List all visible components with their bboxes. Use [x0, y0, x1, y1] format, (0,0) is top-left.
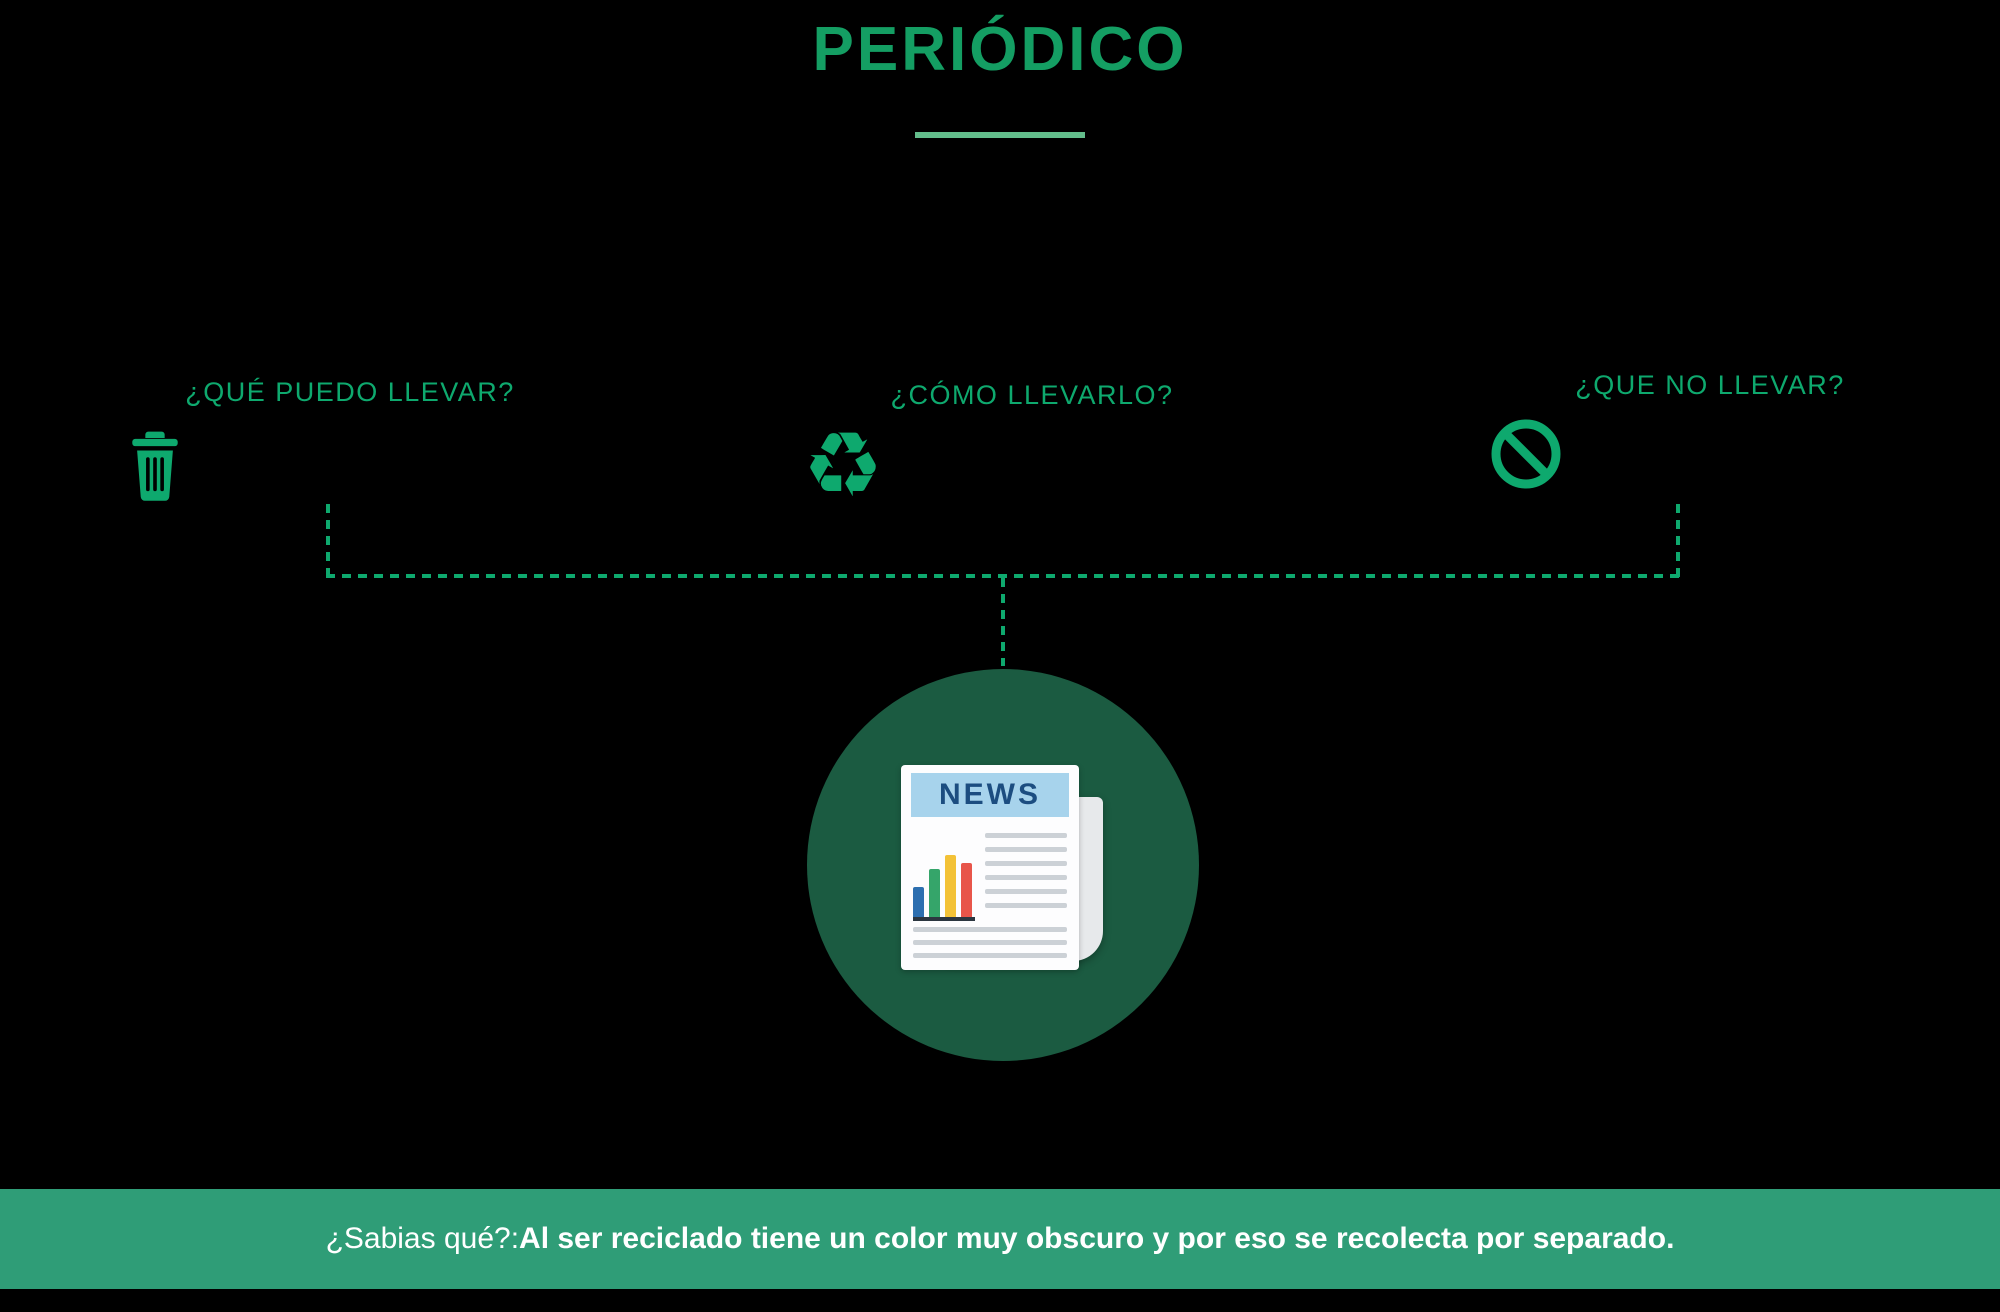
bar-red — [961, 863, 972, 917]
newspaper-masthead: NEWS — [911, 773, 1069, 817]
prohibited-icon — [1486, 414, 1566, 494]
connector-dashed-left-vertical — [326, 504, 330, 578]
newspaper-text-line — [985, 833, 1067, 838]
fact-text: Al ser reciclado tiene un color muy obsc… — [519, 1222, 1675, 1255]
newspaper-text-line — [985, 903, 1067, 908]
column-header-what-not-to-bring: ¿QUE NO LLEVAR? — [1575, 370, 1845, 400]
column-header-how-to-bring: ¿CÓMO LLEVARLO? — [890, 380, 1174, 410]
newspaper-text-line — [985, 847, 1067, 852]
newspaper-text-line — [985, 861, 1067, 866]
bar-blue — [913, 887, 924, 917]
bar-yellow — [945, 855, 956, 917]
title-underline — [915, 132, 1085, 138]
newspaper-badge-circle: NEWS — [807, 669, 1199, 1061]
newspaper-text-line — [985, 875, 1067, 880]
page-title: PERIÓDICO — [812, 15, 1188, 84]
connector-dashed-center-vertical — [1001, 578, 1005, 666]
fact-question: ¿Sabias qué?: — [325, 1222, 520, 1255]
fact-banner: ¿Sabias qué?:Al ser reciclado tiene un c… — [0, 1189, 2000, 1289]
column-header-what-to-bring: ¿QUÉ PUEDO LLEVAR? — [185, 377, 515, 407]
connector-dashed-horizontal — [326, 574, 1680, 578]
newspaper-text-line — [913, 927, 1067, 932]
trash-icon — [126, 428, 184, 504]
connector-dashed-right-vertical — [1676, 504, 1680, 578]
newspaper-icon: NEWS — [901, 765, 1079, 970]
newspaper-bar-chart — [913, 841, 975, 921]
newspaper-text-line — [985, 889, 1067, 894]
bar-green — [929, 869, 940, 917]
recycle-icon: ♻ — [802, 413, 884, 518]
newspaper-text-line — [913, 940, 1067, 945]
newspaper-text-line — [913, 953, 1067, 958]
